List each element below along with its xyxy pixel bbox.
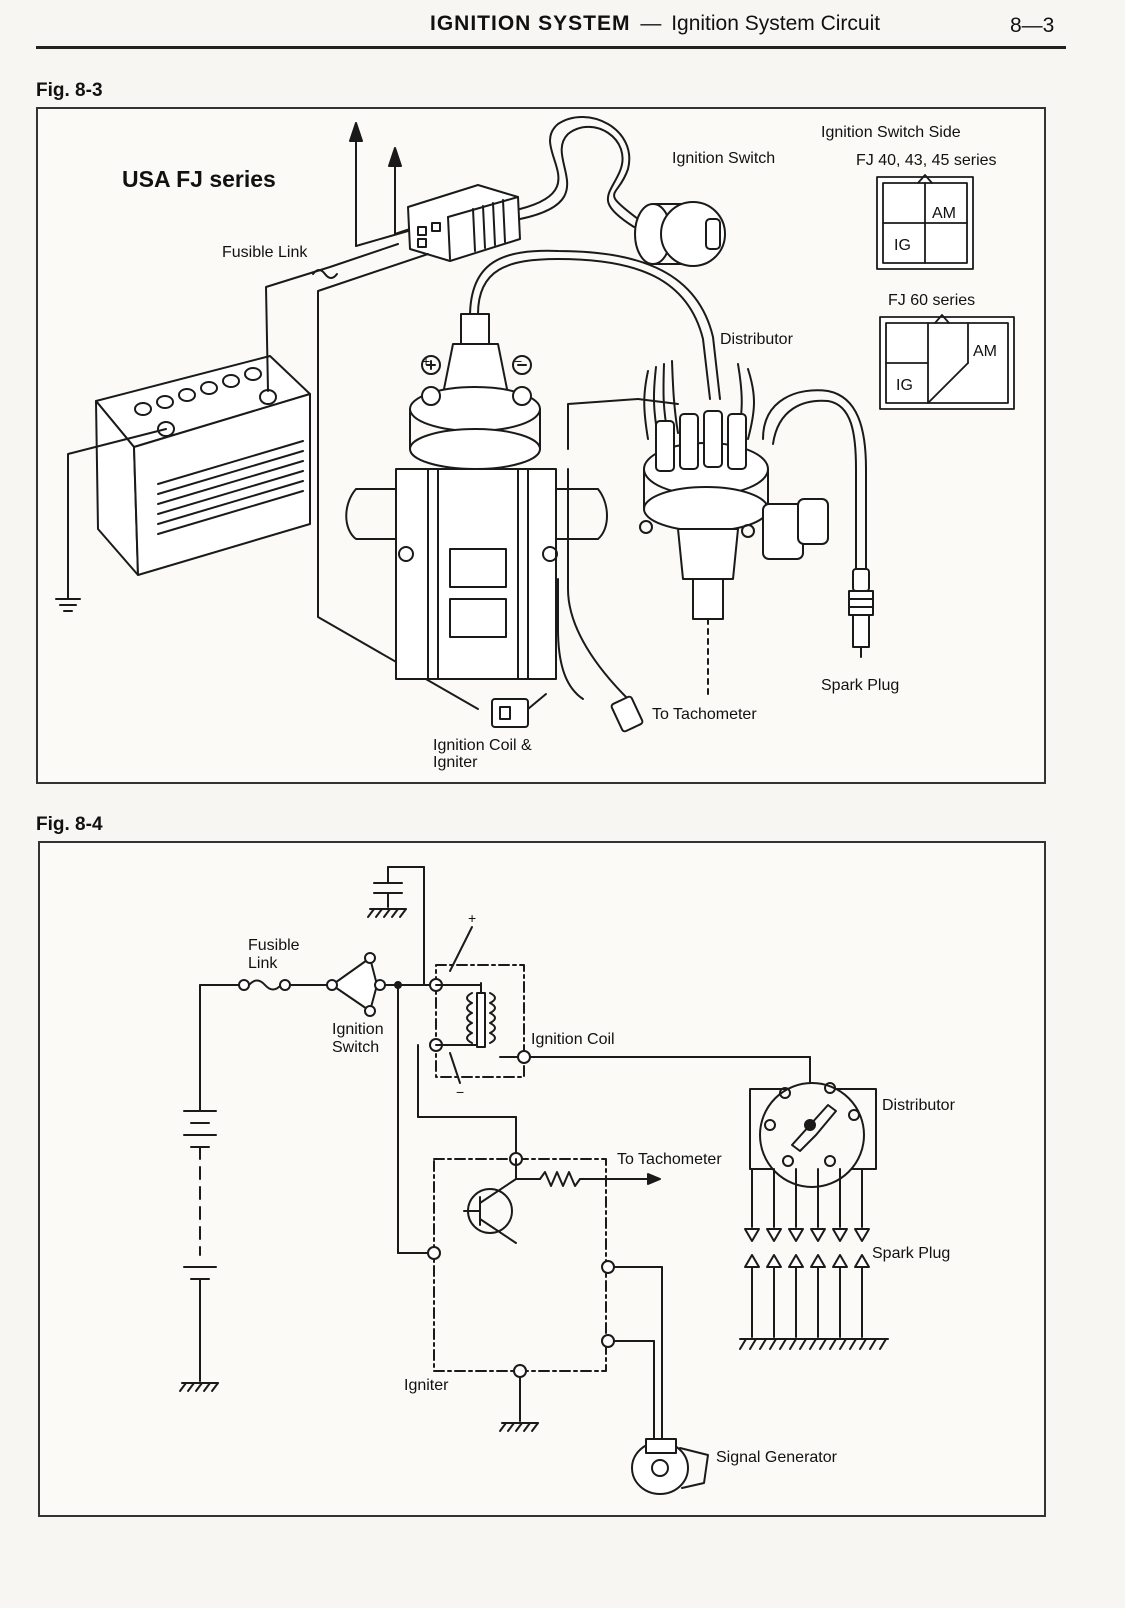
fj60-am-pin: AM [973, 343, 997, 360]
distributor-symbol [749, 1082, 877, 1188]
coil-minus-terminal: − [456, 1084, 465, 1100]
spark-plug-label: Spark Plug [872, 1245, 951, 1262]
fusible-link-label: Fusible Link [222, 244, 308, 261]
igniter-ground-symbol [499, 1422, 539, 1432]
fj60-series-label: FJ 60 series [888, 292, 976, 309]
tach-connector-drawing [610, 695, 644, 733]
fj60-ig-pin: IG [896, 377, 913, 394]
fig-8-3-panel: USA FJ series Fusible Link Ignition Swit… [36, 107, 1046, 784]
connector-block-drawing [407, 184, 521, 262]
coil-connector-drawing [491, 693, 547, 728]
fj60-connector-diagram [879, 314, 1015, 410]
ignition-switch-symbol [326, 952, 386, 1017]
fig-8-3-label: Fig. 8-3 [36, 80, 103, 101]
igniter-transistor [463, 1158, 517, 1244]
title-separator: — [640, 12, 662, 35]
signal-generator-symbol [631, 1438, 709, 1495]
distributor-drawing [637, 360, 829, 695]
fig-8-4-label: Fig. 8-4 [36, 814, 103, 835]
ignition-switch-label-line2: Switch [332, 1039, 380, 1056]
battery-ground-symbol [179, 1382, 219, 1392]
fusible-link-label-line2: Link [248, 955, 278, 972]
ignition-switch-label: Ignition Switch [672, 150, 776, 167]
fig-8-4-panel: Fusible Link Ignition Switch Ignition Co… [38, 841, 1046, 1517]
fig-8-3-illustration [55, 115, 1015, 733]
fj40-ig-pin: IG [894, 237, 911, 254]
fig-8-4-schematic [179, 866, 889, 1495]
to-tachometer-label: To Tachometer [652, 706, 757, 723]
ignition-coil-label: Ignition Coil [531, 1031, 615, 1048]
igniter-label: Igniter [404, 1377, 449, 1394]
section-title: IGNITION SYSTEM [430, 12, 631, 35]
switch-side-label: Ignition Switch Side [821, 124, 961, 141]
distributor-label: Distributor [720, 331, 793, 348]
spark-plug-drawing [848, 568, 874, 658]
page-header: IGNITION SYSTEM — Ignition System Circui… [430, 12, 880, 36]
ignition-coil-drawing [345, 313, 608, 680]
series-title: USA FJ series [122, 166, 276, 192]
spark-plug-ground-symbol [739, 1338, 889, 1350]
coil-windings [466, 982, 496, 1048]
fusible-link-label-line1: Fusible [248, 937, 300, 954]
fj40-series-label: FJ 40, 43, 45 series [856, 152, 997, 169]
fj40-connector-diagram [876, 174, 974, 270]
coil-plus-terminal: + [468, 910, 477, 926]
battery-drawing [95, 355, 311, 576]
capacitor-ground-symbol [367, 908, 407, 918]
header-rule [36, 46, 1066, 49]
page-subtitle: Ignition System Circuit [671, 12, 881, 35]
to-tachometer-label: To Tachometer [617, 1151, 722, 1168]
ignition-switch-label-line1: Ignition [332, 1021, 384, 1038]
fig3-coil-minus-marker: − [514, 353, 523, 369]
ignition-switch-drawing [634, 201, 726, 267]
coil-igniter-label-line2: Igniter [433, 754, 478, 771]
distributor-label: Distributor [882, 1097, 955, 1114]
spark-plug-leads [744, 1168, 870, 1338]
signal-generator-label: Signal Generator [716, 1449, 837, 1466]
spark-plug-label: Spark Plug [821, 677, 900, 694]
coil-igniter-label-line1: Ignition Coil & [433, 737, 532, 754]
fig3-coil-plus-marker: + [422, 353, 431, 369]
page-number: 8—3 [1010, 14, 1055, 37]
fj40-am-pin: AM [932, 205, 956, 222]
